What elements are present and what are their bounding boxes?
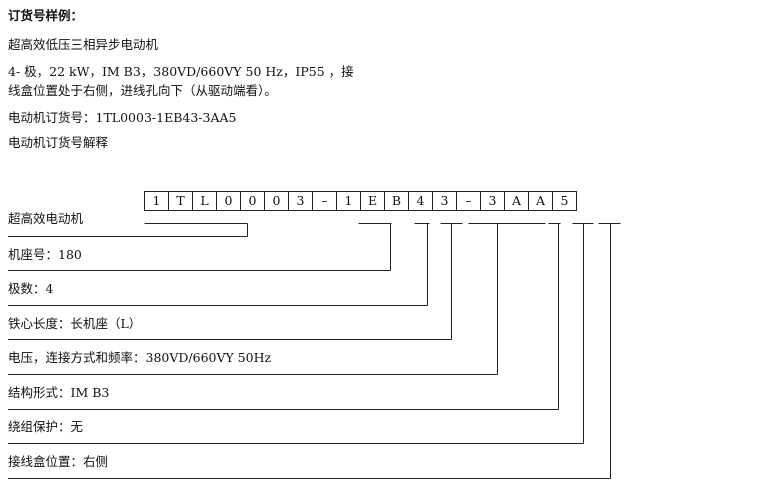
product-name: 超高效低压三相异步电动机 [8,37,159,52]
code-char-box: 5 [552,191,577,211]
explanation-label: 接线盒位置：右侧 [8,454,109,469]
explanation-label: 铁心长度：长机座（L） [8,316,142,331]
explanation-label: 机座号：180 [8,247,82,262]
order-number: 电动机订货号：1TL0003-1EB43-3AA5 [8,110,237,125]
explanation-label: 极数：4 [8,281,54,296]
heading: 订货号样例： [8,8,84,23]
spec-line-1: 4- 极，22 kW，IM B3，380VD/660VY 50 Hz，IP55 … [8,64,354,79]
spec-line-2: 线盒位置处于右侧，进线孔向下（从驱动端看）。 [8,83,277,98]
explanation-label: 超高效电动机 [8,211,84,226]
explanation-label: 绕组保护：无 [8,419,84,434]
explanation-label: 电压，连接方式和频率：380VD/660VY 50Hz [8,350,272,365]
explanation-label: 结构形式：IM B3 [8,385,110,400]
explain-title: 电动机订货号解释 [8,135,109,150]
